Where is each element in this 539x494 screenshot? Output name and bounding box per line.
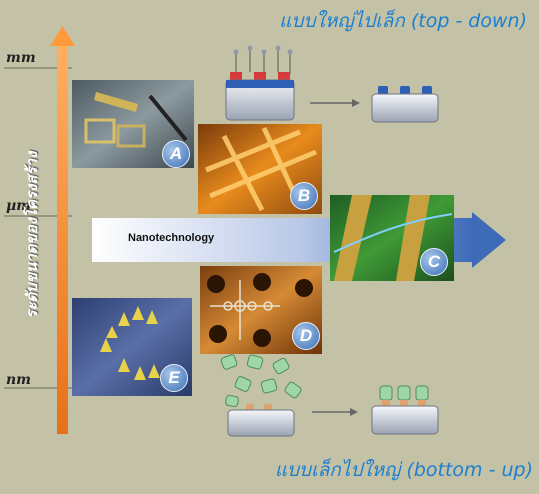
- bottom-up-title: แบบเล็กไปใหญ่ (bottom - up): [274, 459, 533, 481]
- scale-label-nm: nm: [6, 372, 31, 388]
- top-down-title: แบบใหญ่ไปเล็ก (top - down): [279, 10, 527, 32]
- top-down-result-block: [371, 86, 439, 123]
- size-axis-arrow: [50, 26, 75, 434]
- panel-b-badge: B: [290, 182, 318, 210]
- bottom-up-start-block: [227, 404, 295, 437]
- panel-d-badge: D: [292, 322, 320, 350]
- bottom-up-process-arrow: [312, 408, 358, 416]
- top-down-process-arrow: [310, 99, 360, 107]
- bottom-up-result-block: [371, 385, 439, 435]
- bottom-up-molecules: [220, 354, 302, 407]
- scale-label-mm: mm: [6, 50, 36, 66]
- panel-c-badge: C: [420, 248, 448, 276]
- scale-label-um: µm: [6, 198, 32, 214]
- panel-e-badge: E: [160, 364, 188, 392]
- size-axis-label: ระดับขนาดของโครงสร้าง: [23, 151, 41, 319]
- nanotechnology-label: Nanotechnology: [128, 232, 215, 244]
- top-down-start-block: [225, 45, 295, 121]
- panel-a-badge: A: [162, 140, 190, 168]
